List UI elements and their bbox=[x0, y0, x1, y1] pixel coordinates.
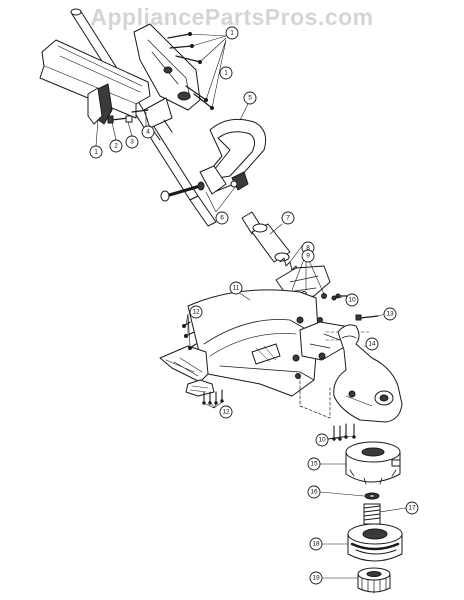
callout-14-label: 14 bbox=[368, 341, 376, 348]
shaft-coupler-part-7 bbox=[251, 223, 291, 263]
screw-part-13 bbox=[355, 314, 379, 321]
spring-part-17 bbox=[363, 503, 381, 525]
callout-8-label: 8 bbox=[306, 245, 310, 252]
callout-10a-label: 10 bbox=[348, 297, 356, 304]
nut-part-3 bbox=[125, 115, 133, 123]
callout-4-label: 4 bbox=[146, 129, 150, 136]
callout-11-label: 11 bbox=[233, 285, 240, 292]
bump-knob-part-19 bbox=[357, 567, 391, 594]
callout-12b-label: 12 bbox=[222, 409, 230, 416]
callout-1c-label: 1 bbox=[94, 149, 98, 156]
callout-16-label: 16 bbox=[310, 489, 318, 496]
line-cutter-blade-part bbox=[251, 343, 281, 365]
spool-part-18 bbox=[347, 523, 403, 562]
callout-circles bbox=[89, 26, 419, 585]
callout-17-label: 17 bbox=[408, 505, 416, 512]
guard-shield-part bbox=[187, 289, 323, 397]
callout-13-label: 13 bbox=[386, 311, 394, 318]
washer-part-16 bbox=[364, 492, 380, 500]
callout-5-label: 5 bbox=[248, 95, 252, 102]
callout-3-label: 3 bbox=[130, 139, 134, 146]
callout-2-label: 2 bbox=[114, 143, 118, 150]
callout-10b-label: 10 bbox=[318, 437, 326, 444]
drive-head-housing-part bbox=[333, 324, 403, 423]
callout-18-label: 18 bbox=[312, 541, 320, 548]
callout-6-label: 6 bbox=[220, 215, 224, 222]
callout-labels: 1 1 1 2 3 4 5 6 7 8 9 10 10 11 12 12 13 … bbox=[94, 30, 416, 582]
guard-mount-bracket-part bbox=[299, 321, 347, 361]
spool-hub-part-15 bbox=[345, 441, 401, 485]
callout-1b-label: 1 bbox=[224, 70, 228, 77]
handle-clamp-front-part bbox=[143, 97, 173, 141]
screws-group-12 bbox=[182, 321, 224, 405]
guard-extension-part bbox=[159, 345, 215, 397]
callout-1a-label: 1 bbox=[230, 30, 234, 37]
handle-trigger-housing-part bbox=[133, 23, 201, 111]
handle-clamp-rear-part bbox=[39, 39, 151, 119]
screw-part-2 bbox=[107, 115, 129, 124]
watermark-text: AppliancePartsPros.com bbox=[90, 4, 374, 30]
callout-9-label: 9 bbox=[306, 253, 310, 260]
callout-12a-label: 12 bbox=[192, 309, 200, 316]
callout-7-label: 7 bbox=[286, 215, 290, 222]
handle-grip-part bbox=[87, 83, 113, 125]
assist-handle-part bbox=[199, 118, 267, 195]
callout-15-label: 15 bbox=[310, 461, 318, 468]
assist-handle-bolt-part bbox=[160, 181, 205, 202]
callout-19-label: 19 bbox=[312, 575, 320, 582]
